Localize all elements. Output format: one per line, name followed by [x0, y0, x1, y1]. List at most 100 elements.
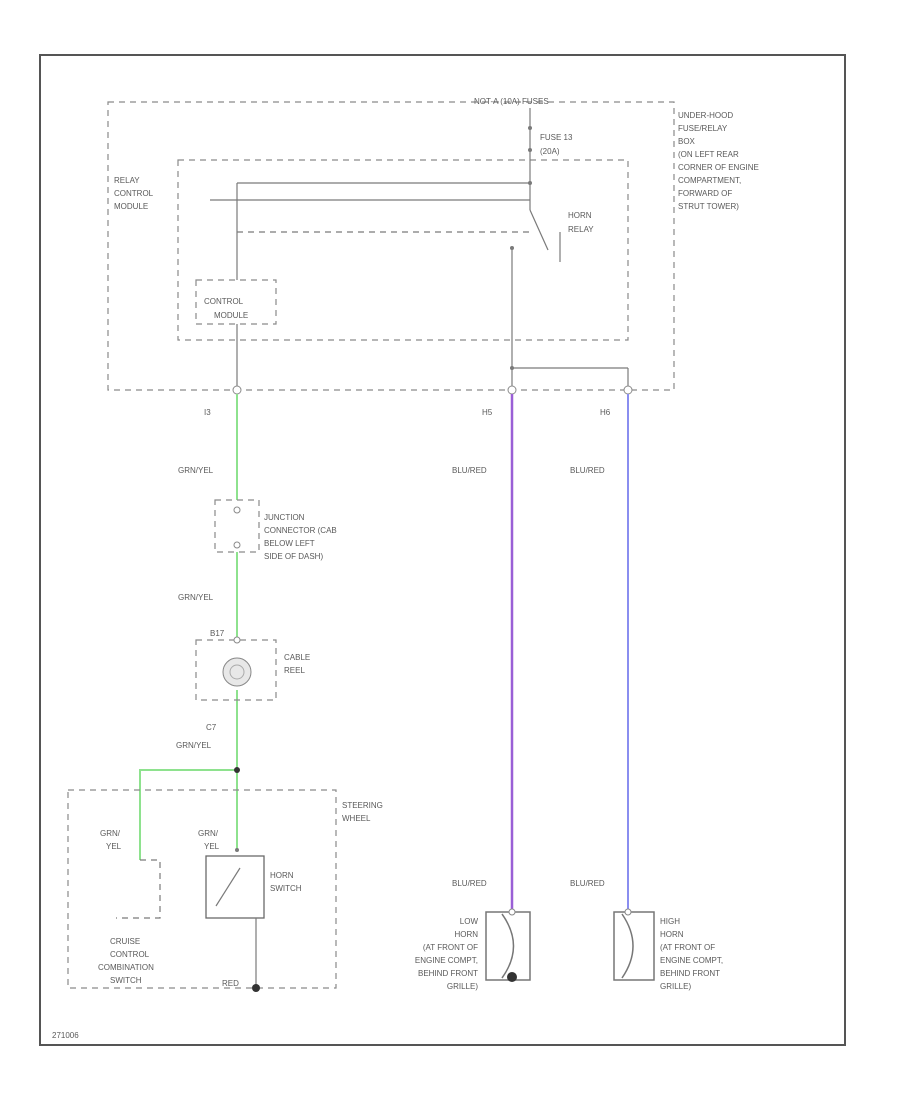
- svg-text:SWITCH: SWITCH: [110, 976, 142, 985]
- svg-text:HORN: HORN: [660, 930, 684, 939]
- svg-text:GRN/: GRN/: [198, 829, 219, 838]
- svg-text:UNDER-HOOD: UNDER-HOOD: [678, 111, 733, 120]
- svg-text:GRILLE): GRILLE): [447, 982, 478, 991]
- svg-text:BEHIND FRONT: BEHIND FRONT: [418, 969, 478, 978]
- svg-text:STEERING: STEERING: [342, 801, 383, 810]
- svg-text:BOX: BOX: [678, 137, 696, 146]
- green-wire-cruise-branch: [139, 769, 237, 860]
- svg-text:FORWARD OF: FORWARD OF: [678, 189, 732, 198]
- svg-text:HIGH: HIGH: [660, 917, 680, 926]
- svg-text:MODULE: MODULE: [114, 202, 148, 211]
- svg-text:CORNER OF ENGINE: CORNER OF ENGINE: [678, 163, 759, 172]
- horn-switch-label: HORN SWITCH: [270, 871, 302, 893]
- low-horn-ground: [507, 972, 517, 982]
- svg-text:YEL: YEL: [204, 842, 220, 851]
- svg-text:(ON LEFT REAR: (ON LEFT REAR: [678, 150, 739, 159]
- control-module-box: [195, 279, 277, 325]
- cable-reel-icon: [222, 657, 252, 687]
- pin-c7-label: C7: [206, 723, 217, 732]
- fuse-node-1: [528, 126, 532, 130]
- wire-label-green-3: GRN/YEL: [176, 741, 212, 750]
- high-horn-icon: [613, 911, 655, 981]
- svg-text:GRILLE): GRILLE): [660, 982, 691, 991]
- pin-h6-label: H6: [600, 408, 611, 417]
- wire-label-green-2: GRN/YEL: [178, 593, 214, 602]
- junction-label: JUNCTION CONNECTOR (CAB BELOW LEFT SIDE …: [264, 513, 337, 561]
- pin-i3-label: I3: [204, 408, 211, 417]
- steering-wheel-label: STEERING WHEEL: [342, 801, 383, 823]
- pin-h6-connector: [623, 385, 633, 395]
- fuse-label-1: FUSE 13: [540, 133, 573, 142]
- svg-text:JUNCTION: JUNCTION: [264, 513, 305, 522]
- svg-text:MODULE: MODULE: [214, 311, 248, 320]
- svg-text:HORN: HORN: [454, 930, 478, 939]
- fuse-node-2: [528, 148, 532, 152]
- high-horn-pin: [624, 908, 632, 916]
- junction-connector-box: [214, 499, 260, 553]
- svg-text:ENGINE COMPT,: ENGINE COMPT,: [660, 956, 723, 965]
- outer-frame: [39, 54, 846, 1046]
- svg-text:CONTROL: CONTROL: [114, 189, 154, 198]
- low-horn-pin: [508, 908, 516, 916]
- svg-text:CONTROL: CONTROL: [204, 297, 244, 306]
- svg-text:LOW: LOW: [460, 917, 479, 926]
- cruise-wire-label: GRN/ YEL: [100, 829, 122, 851]
- wire-label-green-1: GRN/YEL: [178, 466, 214, 475]
- svg-text:BELOW LEFT: BELOW LEFT: [264, 539, 315, 548]
- horn-switch-node: [235, 848, 239, 852]
- low-horn-icon: [485, 911, 531, 981]
- horn-relay-label: HORN RELAY: [568, 211, 594, 234]
- svg-text:CONNECTOR (CAB: CONNECTOR (CAB: [264, 526, 337, 535]
- cruise-switch-label: CRUISE CONTROL COMBINATION SWITCH: [98, 937, 154, 985]
- cable-reel-pin-label: B17: [210, 629, 225, 638]
- pin-i3-connector: [232, 385, 242, 395]
- svg-text:YEL: YEL: [106, 842, 122, 851]
- relay-module-label: RELAY CONTROL MODULE: [114, 176, 154, 211]
- wire-label-blue-1: BLU/RED: [570, 466, 605, 475]
- green-split-node: [234, 767, 240, 773]
- svg-text:SWITCH: SWITCH: [270, 884, 302, 893]
- under-hood-fuses-label: NOT-A (10A) FUSES: [474, 97, 549, 106]
- svg-text:FUSE/RELAY: FUSE/RELAY: [678, 124, 728, 133]
- wire-label-blue-2: BLU/RED: [570, 879, 605, 888]
- figure-id-label: 271006: [52, 1031, 79, 1040]
- cable-reel-hub-icon: [229, 664, 245, 680]
- pin-h5-connector: [507, 385, 517, 395]
- svg-text:CONTROL: CONTROL: [110, 950, 150, 959]
- fuse-relay-box: [107, 101, 675, 391]
- svg-text:CRUISE: CRUISE: [110, 937, 140, 946]
- ground-pin-label: RED: [222, 979, 239, 988]
- svg-text:HORN: HORN: [270, 871, 294, 880]
- svg-text:WHEEL: WHEEL: [342, 814, 371, 823]
- cruise-switch-box: [116, 859, 161, 919]
- wire-label-purple-2: BLU/RED: [452, 879, 487, 888]
- svg-text:HORN: HORN: [568, 211, 592, 220]
- svg-text:CABLE: CABLE: [284, 653, 310, 662]
- svg-text:STRUT TOWER): STRUT TOWER): [678, 202, 739, 211]
- low-horn-label: LOW HORN (AT FRONT OF ENGINE COMPT, BEHI…: [415, 917, 479, 991]
- junction-pin-top: [233, 506, 241, 514]
- horn-switch-wire-label: GRN/ YEL: [198, 829, 220, 851]
- svg-text:ENGINE COMPT,: ENGINE COMPT,: [415, 956, 478, 965]
- junction-pin-bottom: [233, 541, 241, 549]
- horn-switch-box: [205, 855, 265, 919]
- cable-reel-box: [195, 639, 277, 701]
- svg-text:(AT FRONT OF: (AT FRONT OF: [423, 943, 478, 952]
- svg-text:RELAY: RELAY: [568, 225, 594, 234]
- svg-text:COMPARTMENT,: COMPARTMENT,: [678, 176, 741, 185]
- control-module-label: CONTROL MODULE: [204, 297, 248, 320]
- relay-control-module-box: [177, 159, 629, 341]
- fuse-box-label: UNDER-HOOD FUSE/RELAY BOX (ON LEFT REAR …: [678, 111, 759, 211]
- svg-text:REEL: REEL: [284, 666, 305, 675]
- wire-label-purple-1: BLU/RED: [452, 466, 487, 475]
- svg-text:(AT FRONT OF: (AT FRONT OF: [660, 943, 715, 952]
- svg-text:SIDE OF DASH): SIDE OF DASH): [264, 552, 323, 561]
- cable-reel-label: CABLE REEL: [284, 653, 310, 675]
- svg-text:RELAY: RELAY: [114, 176, 140, 185]
- pin-h5-label: H5: [482, 408, 493, 417]
- horn-relay-contact: [529, 209, 549, 251]
- horn-switch-contact: [215, 867, 241, 907]
- cable-reel-pin: [233, 636, 241, 644]
- ground-node: [252, 984, 260, 992]
